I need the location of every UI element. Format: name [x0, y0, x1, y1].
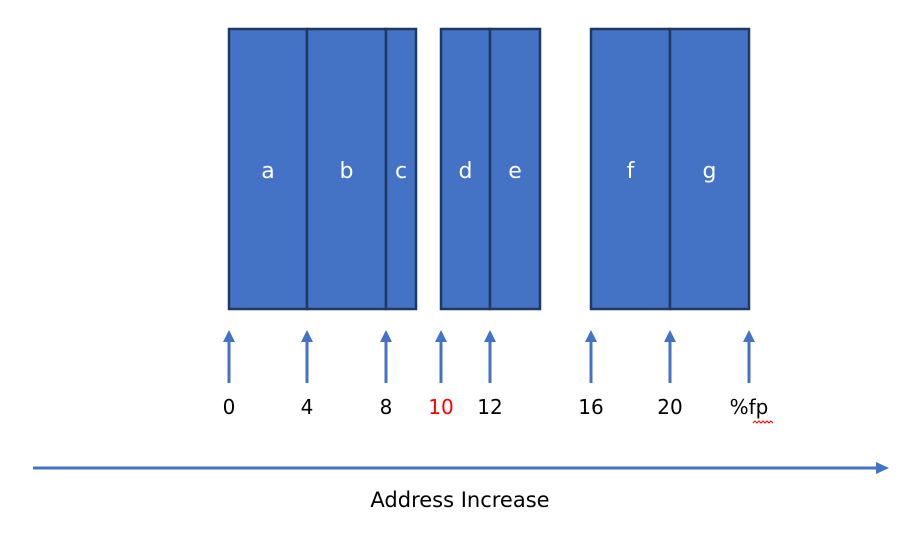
arrowhead-icon — [585, 330, 597, 342]
memory-cell-a — [227, 27, 309, 311]
arrowhead-icon — [435, 330, 447, 342]
cell-label: b — [340, 159, 354, 184]
address-marker: 10 — [428, 330, 454, 419]
address-label: 16 — [578, 395, 603, 419]
address-label: 0 — [223, 395, 236, 419]
address-label: 20 — [657, 395, 682, 419]
address-marker: 8 — [380, 330, 393, 419]
memory-cell-e — [488, 27, 542, 311]
arrowhead-icon — [223, 330, 235, 342]
cell-label: e — [508, 159, 522, 184]
arrowhead-icon — [380, 330, 392, 342]
address-marker: 4 — [301, 330, 314, 419]
address-axis: Address Increase — [33, 462, 889, 512]
cell-label: a — [261, 159, 274, 184]
address-label: 12 — [477, 395, 502, 419]
axis-label: Address Increase — [370, 488, 549, 512]
cell-label: d — [459, 159, 473, 184]
address-label: 8 — [380, 395, 393, 419]
address-label: %fp — [730, 395, 769, 419]
cell-label: c — [395, 159, 407, 184]
memory-cell-c — [384, 27, 418, 311]
arrowhead-icon — [743, 330, 755, 342]
cell-label: g — [703, 159, 717, 184]
spellcheck-squiggle-icon — [752, 420, 774, 424]
address-markers: 0 4 8 10 12 16 20 %fp — [223, 330, 774, 424]
address-marker: 0 — [223, 330, 236, 419]
memory-cell-b — [305, 27, 388, 311]
memory-block: a b c — [227, 27, 418, 311]
address-label: 4 — [301, 395, 314, 419]
address-marker: %fp — [730, 330, 774, 424]
address-marker: 20 — [657, 330, 683, 419]
address-label: 10 — [428, 395, 453, 419]
address-marker: 16 — [578, 330, 604, 419]
memory-cell-g — [668, 27, 751, 311]
arrowhead-icon — [664, 330, 676, 342]
arrowhead-icon — [484, 330, 496, 342]
address-marker: 12 — [477, 330, 503, 419]
axis-arrowhead-icon — [876, 462, 889, 474]
memory-cell-f — [589, 27, 672, 311]
arrowhead-icon — [301, 330, 313, 342]
cell-label: f — [627, 159, 636, 184]
